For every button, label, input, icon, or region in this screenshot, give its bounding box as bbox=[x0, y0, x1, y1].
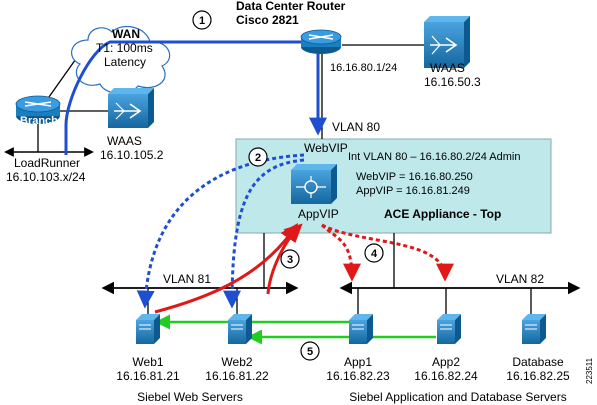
path-step-4b bbox=[321, 223, 454, 282]
vlan81-label: VLAN 81 bbox=[163, 272, 211, 286]
svg-text:1: 1 bbox=[199, 15, 205, 27]
svg-text:3: 3 bbox=[287, 254, 293, 266]
server-database-icon bbox=[522, 314, 546, 344]
server-web2-ip: 16.16.81.22 bbox=[205, 369, 269, 383]
step-badge-5: 5 bbox=[300, 341, 320, 361]
loadrunner-ip: 16.10.103.x/24 bbox=[6, 170, 86, 184]
waas-branch-label: WAAS bbox=[107, 134, 142, 148]
server-app1-name: App1 bbox=[344, 355, 372, 369]
server-app1-icon bbox=[349, 314, 373, 344]
svg-text:4: 4 bbox=[371, 248, 378, 260]
waas-dc-ip: 16.16.50.3 bbox=[424, 75, 481, 89]
path-step-2a bbox=[136, 153, 305, 309]
group-app-label: Siebel Application and Database Servers bbox=[349, 390, 566, 404]
path-step-3b bbox=[266, 223, 303, 295]
server-app2-icon bbox=[437, 314, 461, 344]
router-ip: 16.16.80.1/24 bbox=[330, 62, 397, 74]
server-labels: Web1 16.16.81.21 Web2 16.16.81.22 App1 1… bbox=[116, 355, 570, 383]
wan-line3: Latency bbox=[104, 55, 146, 69]
path-step-1 bbox=[64, 40, 327, 155]
step-badge-4: 4 bbox=[364, 243, 384, 263]
server-database-ip: 16.16.82.25 bbox=[506, 369, 570, 383]
ace-webvip-label: WebVIP bbox=[304, 141, 348, 155]
group-web-label: Siebel Web Servers bbox=[137, 390, 243, 404]
server-web1-icon bbox=[136, 314, 160, 344]
server-web1-name: Web1 bbox=[132, 355, 163, 369]
server-web2-name: Web2 bbox=[221, 355, 252, 369]
server-app2-ip: 16.16.82.24 bbox=[414, 369, 478, 383]
ace-int-vlan: Int VLAN 80 – 16.16.80.2/24 Admin bbox=[348, 151, 520, 163]
step-badge-3: 3 bbox=[280, 249, 300, 269]
wan-label: WAN bbox=[112, 27, 140, 41]
waas-dc-icon bbox=[424, 16, 470, 68]
server-app2-name: App2 bbox=[432, 355, 460, 369]
ace-appliance-box bbox=[235, 138, 552, 234]
loadrunner-label: LoadRunner bbox=[14, 156, 80, 170]
server-app1-ip: 16.16.82.23 bbox=[326, 369, 390, 383]
ace-webvip-ip: WebVIP = 16.16.80.250 bbox=[356, 171, 473, 183]
ace-appvip-label: AppVIP bbox=[298, 207, 339, 221]
ace-title: ACE Appliance - Top bbox=[384, 207, 501, 221]
waas-branch-ip: 16.10.105.2 bbox=[100, 148, 164, 162]
step-badge-1: 1 bbox=[192, 10, 212, 30]
router-icon bbox=[300, 29, 342, 54]
waas-dc-label: WAAS bbox=[430, 61, 465, 75]
router-title-line1: Data Center Router bbox=[236, 0, 346, 13]
waas-branch-icon bbox=[108, 88, 154, 128]
ace-device-icon bbox=[291, 164, 337, 204]
server-database-name: Database bbox=[512, 355, 564, 369]
server-web1-ip: 16.16.81.21 bbox=[116, 369, 180, 383]
vlan80-label: VLAN 80 bbox=[332, 120, 380, 134]
wan-line2: T1: 100ms bbox=[96, 41, 153, 55]
branch-router-icon bbox=[15, 95, 61, 124]
router-title-line2: Cisco 2821 bbox=[236, 13, 299, 27]
svg-text:2: 2 bbox=[255, 152, 261, 164]
path-step-3a bbox=[154, 223, 298, 314]
branch-label: Branch bbox=[20, 115, 58, 127]
svg-text:5: 5 bbox=[307, 346, 313, 358]
vlan82-label: VLAN 82 bbox=[496, 272, 544, 286]
server-web2-icon bbox=[228, 314, 252, 344]
ace-appvip-ip: AppVIP = 16.16.81.249 bbox=[356, 185, 470, 197]
step-badge-2: 2 bbox=[248, 147, 268, 167]
figure-id: 223511 bbox=[585, 357, 594, 384]
